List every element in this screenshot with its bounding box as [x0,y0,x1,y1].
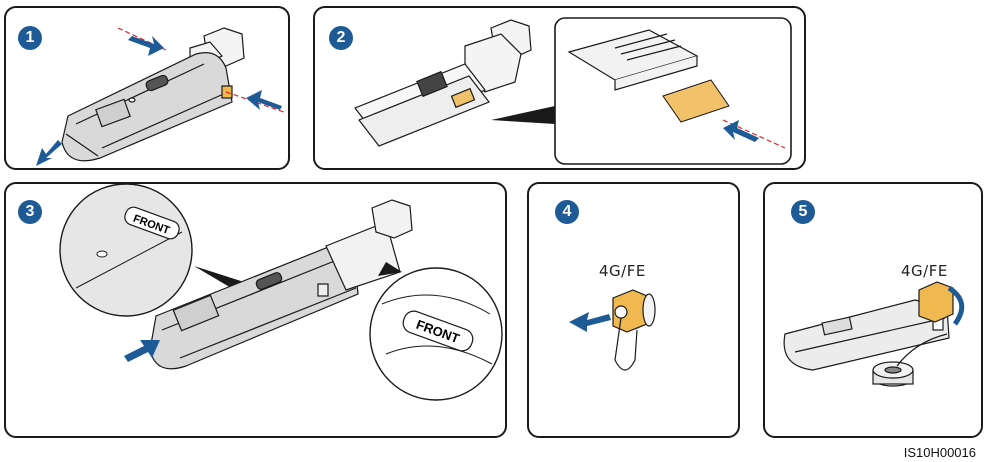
arrow-push-icon [723,120,759,142]
step-4-badge: 4 [555,200,579,224]
cap-strap [614,317,638,371]
port-cap [918,281,965,326]
arrow-push-icon [124,340,160,362]
step-3-badge: 3 [18,200,42,224]
step-1-illustration [36,27,285,166]
detail-circle [59,183,193,317]
step-4-illustration [569,289,656,371]
step-2-panel: 2 [313,6,806,170]
arrow-pull-icon [569,312,611,332]
step-2-illustration [354,17,792,165]
port-label: 4G/FE [901,262,948,280]
rotate-arrow-icon [947,285,965,326]
open-dongle-tray [354,63,490,147]
step-1-panel: 1 [4,6,290,170]
arrow-push-icon [246,90,282,110]
sim-slot [567,29,699,91]
step-5-badge: 5 [791,200,815,224]
arrow-push-icon [128,36,164,56]
step-3-illustration: FRONT FRONT [59,183,503,401]
step-1-badge: 1 [18,26,42,50]
zoom-pointer [378,262,402,276]
sim-card [662,79,730,123]
step-5-panel: 5 4G/FE [763,182,983,438]
step-5-illustration [783,281,965,387]
removed-cap [872,361,914,387]
step-2-badge: 2 [329,26,353,50]
dongle-body [61,52,233,162]
connector-nut [464,19,532,93]
dongle-body [783,299,950,371]
arrow-pull-icon [36,140,62,166]
zoom-pointer [491,106,555,124]
port-label: 4G/FE [599,262,646,280]
step-3-panel: 3 FRONT FRONT [4,182,507,438]
figure-id: IS10H00016 [903,445,976,460]
guide-line [225,91,285,113]
dongle-body [149,242,359,370]
cap-strap [896,333,948,367]
step-4-panel: 4 4G/FE [527,182,740,438]
